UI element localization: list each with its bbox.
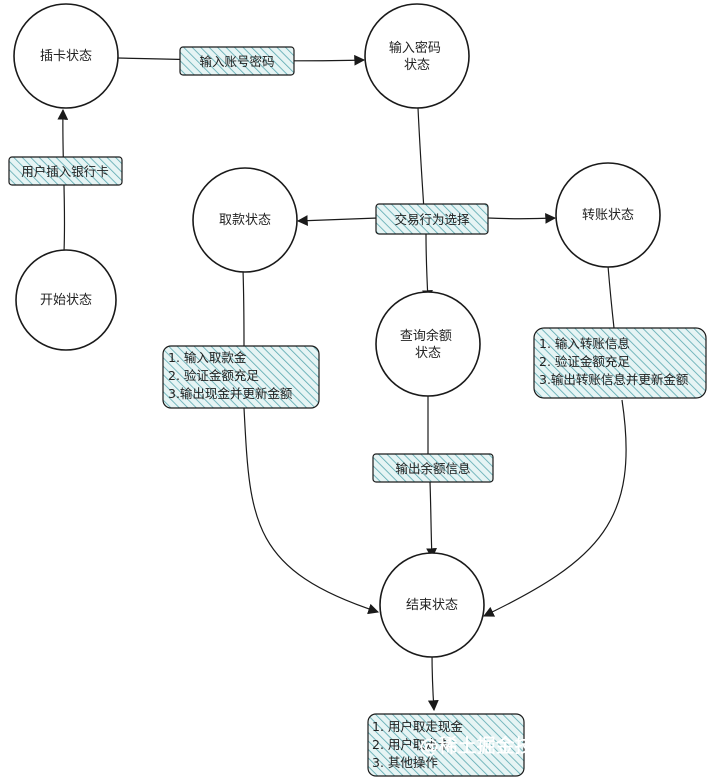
label-transfer-step-3: 3.输出转账信息并更新金额 <box>539 372 689 387</box>
label-insert-bank-card-line: 用户插入银行卡 <box>21 164 109 179</box>
label-end-step-1: 1. 用户取走现金 <box>372 719 463 734</box>
label-transfer-steps: 1. 输入转账信息 2. 验证金额充足 3.输出转账信息并更新金额 <box>533 327 707 399</box>
edge-query-to-end <box>426 481 437 560</box>
label-insert-bank-card: 用户插入银行卡 <box>8 156 123 186</box>
label-enter-account: 输入账号密码 <box>179 46 295 76</box>
node-end: 结束状态 <box>379 552 485 658</box>
label-transfer-step-1: 1. 输入转账信息 <box>539 336 630 351</box>
node-query-balance: 查询余额 状态 <box>375 291 481 397</box>
node-enter-password-line-1: 输入密码 <box>389 40 441 56</box>
edges <box>57 54 627 712</box>
watermark: @稀土掘金技术社区 @ 晓天_Kito <box>420 735 706 757</box>
label-withdraw-step-3: 3.输出现金并更新金额 <box>168 386 293 401</box>
edge-password-to-select <box>417 107 425 211</box>
label-select-action: 交易行为选择 <box>375 203 489 235</box>
svg-text:1. 输入取款金 2. 验证金额充足: 1. 输入取款金 2. 验证金额充足 3.输出现金并更新金额 <box>168 350 293 401</box>
node-withdraw-line: 取款状态 <box>219 213 271 228</box>
svg-text:插卡状态: 插卡状态 <box>40 49 92 64</box>
svg-text:1. 用户取走现金 2. 用户取走卡: 1. 用户取走现金 2. 用户取走卡 3. 其他操作 <box>372 719 467 770</box>
node-query-balance-line-2: 状态 <box>415 346 441 361</box>
label-output-balance-line: 输出余额信息 <box>395 461 470 476</box>
edge-select-to-transfer <box>487 212 557 224</box>
label-withdraw-step-1: 1. 输入取款金 <box>168 350 247 365</box>
node-start-line: 开始状态 <box>40 293 92 308</box>
node-insert-card-line: 插卡状态 <box>40 49 92 64</box>
edge-end-to-steps <box>427 651 439 712</box>
svg-text:结束状态: 结束状态 <box>406 598 458 613</box>
node-transfer: 转账状态 <box>555 162 661 268</box>
edge-withdraw-down <box>242 269 245 347</box>
node-withdraw: 取款状态 <box>192 167 298 273</box>
edge-transfer-to-end <box>483 399 627 617</box>
svg-text:转账状态: 转账状态 <box>582 208 634 223</box>
edge-withdraw-to-end <box>243 407 380 615</box>
label-end-step-2: 2. 用户取走卡 <box>372 737 450 752</box>
svg-text:用户插入银行卡: 用户插入银行卡 <box>21 164 109 179</box>
svg-text:取款状态: 取款状态 <box>219 213 271 228</box>
edge-transfer-down <box>607 265 615 329</box>
label-withdraw-step-2: 2. 验证金额充足 <box>168 368 259 383</box>
label-withdraw-steps: 1. 输入取款金 2. 验证金额充足 3.输出现金并更新金额 <box>162 345 320 409</box>
svg-text:1. 输入转账信息 2. 验证金额充足: 1. 输入转账信息 2. 验证金额充足 3.输出转账信息并更新金额 <box>539 336 689 387</box>
edge-select-to-withdraw <box>296 215 379 226</box>
label-output-balance: 输出余额信息 <box>372 453 494 483</box>
label-enter-account-line: 输入账号密码 <box>199 54 274 69</box>
svg-text:查询余额 状态: 查询余额 状态 <box>400 328 456 361</box>
edge-select-to-query <box>422 233 433 302</box>
node-query-balance-line-1: 查询余额 <box>400 328 452 344</box>
svg-text:交易行为选择: 交易行为选择 <box>394 212 470 227</box>
label-select-action-line: 交易行为选择 <box>394 212 470 227</box>
node-transfer-line: 转账状态 <box>582 208 634 223</box>
node-end-line: 结束状态 <box>406 598 458 613</box>
node-start: 开始状态 <box>15 249 117 351</box>
svg-text:开始状态: 开始状态 <box>40 293 92 308</box>
node-enter-password-line-2: 状态 <box>404 58 430 73</box>
svg-text:输入账号密码: 输入账号密码 <box>199 54 274 69</box>
svg-text:输入密码 状态: 输入密码 状态 <box>389 40 445 73</box>
svg-text:输出余额信息: 输出余额信息 <box>395 461 470 476</box>
node-insert-card: 插卡状态 <box>13 3 119 109</box>
label-end-steps: 1. 用户取走现金 2. 用户取走卡 3. 其他操作 <box>367 713 525 777</box>
label-transfer-step-2: 2. 验证金额充足 <box>539 354 630 369</box>
node-enter-password: 输入密码 状态 <box>364 3 470 109</box>
label-end-step-3: 3. 其他操作 <box>372 755 438 770</box>
